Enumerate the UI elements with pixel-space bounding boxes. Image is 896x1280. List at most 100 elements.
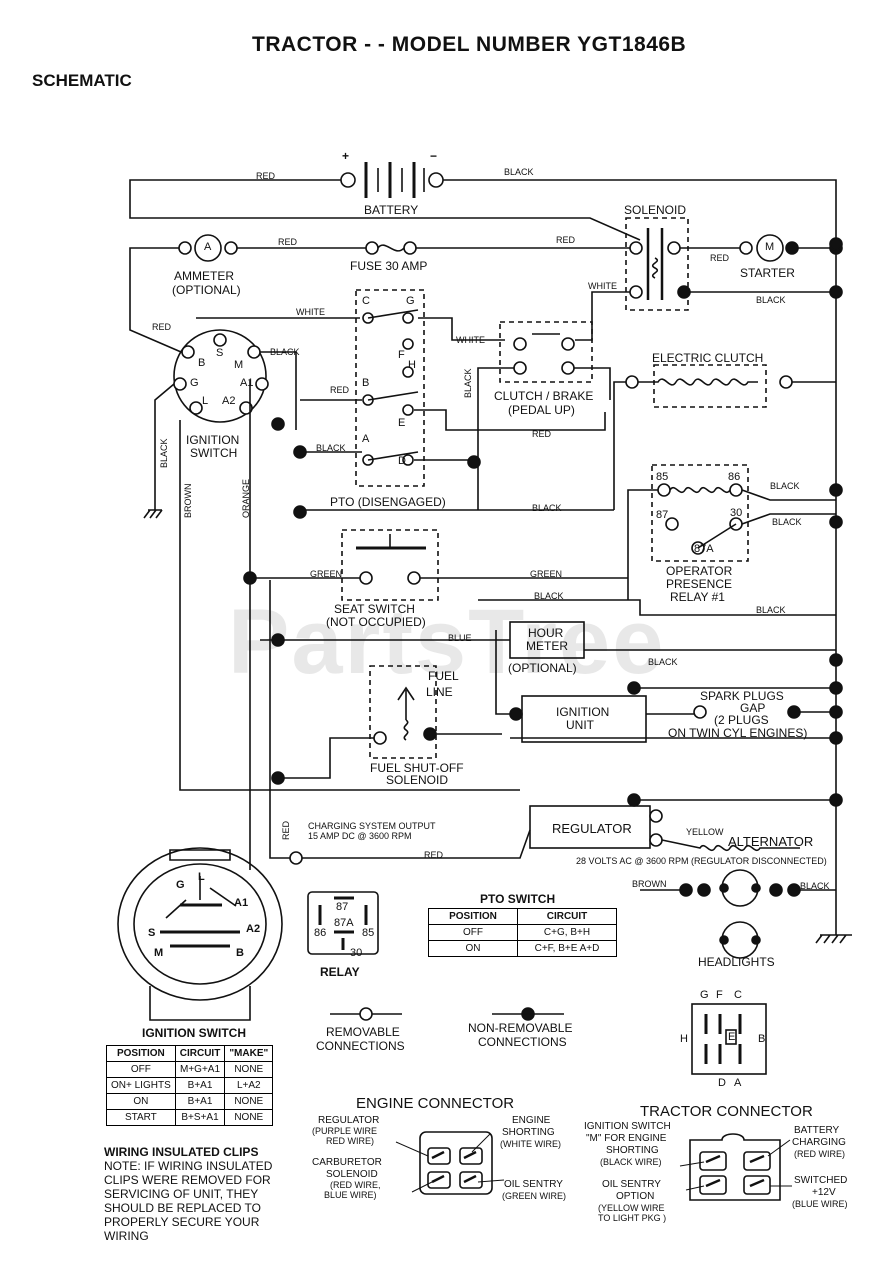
fuel-solenoid-1: FUEL SHUT-OFF (370, 761, 464, 775)
solenoid-label: SOLENOID (624, 203, 687, 217)
tc-switched-3: (BLUE WIRE) (792, 1199, 848, 1209)
relay-terminal: 86 (728, 471, 741, 483)
ign-terminal: A2 (222, 395, 236, 407)
ec-oil-2: (GREEN WIRE) (502, 1191, 566, 1201)
pto-terminal: G (406, 295, 415, 307)
headlights-label: HEADLIGHTS (698, 955, 775, 969)
pto-terminal: C (362, 295, 370, 307)
wire-black: BLACK (772, 517, 802, 527)
pto-terminal: A (362, 433, 370, 445)
pin-letter: H (680, 1033, 688, 1045)
hour-meter-1: HOUR (528, 626, 564, 640)
wire-orange: ORANGE (241, 478, 251, 518)
pto-table-title: PTO SWITCH (480, 892, 556, 906)
pto-terminal: B (362, 377, 370, 389)
wire-red: RED (256, 171, 276, 181)
wire-white: WHITE (296, 307, 325, 317)
charging-output-2: 15 AMP DC @ 3600 RPM (308, 831, 412, 841)
pin-letter: A (734, 1077, 742, 1089)
wire-red: RED (532, 429, 552, 439)
ignition-switch-table: POSITION CIRCUIT "MAKE" OFF M+G+A1 NONE … (106, 1045, 274, 1126)
battery-minus: − (430, 149, 438, 163)
wire-black: BLACK (159, 438, 169, 468)
wire-red: RED (424, 850, 444, 860)
wire-black: BLACK (504, 167, 534, 177)
regulator-label: REGULATOR (552, 821, 632, 836)
nonremovable-label-2: CONNECTIONS (478, 1035, 567, 1049)
table-header: "MAKE" (224, 1045, 274, 1062)
ammeter-optional: (OPTIONAL) (172, 283, 241, 297)
relay-symbol-87a: 87A (334, 917, 354, 929)
tc-oil-2: OPTION (616, 1191, 655, 1202)
hour-meter-2: METER (526, 639, 568, 653)
wire-yellow: YELLOW (686, 827, 724, 837)
ammeter-a: A (204, 241, 212, 253)
table-header: CIRCUIT (517, 908, 617, 925)
tc-oil-1: OIL SENTRY (602, 1179, 661, 1190)
wire-red: RED (152, 322, 172, 332)
wire-white: WHITE (588, 281, 617, 291)
volts-ac-label: 28 VOLTS AC @ 3600 RPM (REGULATOR DISCON… (576, 856, 827, 866)
page-title: TRACTOR - - MODEL NUMBER YGT1846B (252, 33, 687, 56)
hour-meter-optional: (OPTIONAL) (508, 661, 577, 675)
ignition-unit-1: IGNITION (556, 705, 610, 719)
wire-blue: BLUE (448, 633, 472, 643)
pin-letter: D (718, 1077, 726, 1089)
big-ign-a1: A1 (234, 897, 249, 909)
wire-red: RED (278, 237, 298, 247)
ec-regulator-2: (PURPLE WIRE (312, 1126, 378, 1136)
battery-plus: + (342, 149, 350, 163)
starter-m: M (765, 241, 775, 253)
wire-green: GREEN (530, 569, 563, 579)
tc-switched-2: +12V (812, 1187, 836, 1198)
ign-terminal: G (190, 377, 199, 389)
tc-ign-3: SHORTING (606, 1145, 659, 1156)
wire-red: RED (556, 235, 576, 245)
table-cell: M+G+A1 (174, 1061, 226, 1078)
table-row: OFF C+G, B+H (428, 924, 617, 941)
clutch-brake-label: CLUTCH / BRAKE (494, 389, 594, 403)
wire-black: BLACK (270, 347, 300, 357)
pedal-up-label: (PEDAL UP) (508, 403, 575, 417)
operator-presence-1: OPERATOR (666, 564, 733, 578)
wire-black: BLACK (534, 591, 564, 601)
wire-black: BLACK (648, 657, 678, 667)
big-ign-b: B (236, 947, 244, 959)
table-cell: NONE (224, 1093, 274, 1110)
tc-ign-1: IGNITION SWITCH (584, 1121, 671, 1132)
ec-regulator-1: REGULATOR (318, 1115, 380, 1126)
relay-symbol-85: 85 (362, 927, 375, 939)
clips-note: SHOULD BE REPLACED TO (104, 1201, 261, 1215)
table-cell: ON+ LIGHTS (106, 1077, 176, 1094)
wire-red: RED (281, 820, 291, 840)
relay-symbol-87: 87 (336, 901, 349, 913)
ign-terminal: A1 (240, 377, 254, 389)
operator-presence-3: RELAY #1 (670, 590, 725, 604)
table-header: POSITION (106, 1045, 176, 1062)
wire-green: GREEN (310, 569, 343, 579)
clips-note: WIRING (104, 1229, 149, 1243)
clips-note: PROPERLY SECURE YOUR (104, 1215, 260, 1229)
pin-letter: E (728, 1031, 736, 1043)
ignition-switch-label2: SWITCH (190, 446, 238, 460)
wire-brown: BROWN (632, 879, 667, 889)
battery-label: BATTERY (364, 203, 419, 217)
alternator-label: ALTERNATOR (728, 834, 814, 849)
table-cell: B+A1 (174, 1077, 226, 1094)
relay-terminal: 87 (656, 509, 669, 521)
fuse-label: FUSE 30 AMP (350, 259, 428, 273)
table-cell: ON (428, 940, 518, 957)
tc-oil-4: TO LIGHT PKG ) (598, 1213, 667, 1223)
nonremovable-label-1: NON-REMOVABLE (468, 1021, 573, 1035)
ec-engine-1: ENGINE (512, 1115, 551, 1126)
ec-engine-3: (WHITE WIRE) (500, 1139, 561, 1149)
table-cell: B+S+A1 (174, 1109, 226, 1126)
fuel-line-1: FUEL (428, 669, 459, 683)
ec-carb-3: (RED WIRE, (330, 1180, 381, 1190)
tc-ign-4: (BLACK WIRE) (600, 1157, 662, 1167)
pin-letter: G (700, 989, 709, 1001)
wire-black: BLACK (316, 443, 346, 453)
tc-bat-1: BATTERY (794, 1125, 840, 1136)
ignition-switch-label: IGNITION (186, 433, 240, 447)
table-cell: OFF (106, 1061, 176, 1078)
